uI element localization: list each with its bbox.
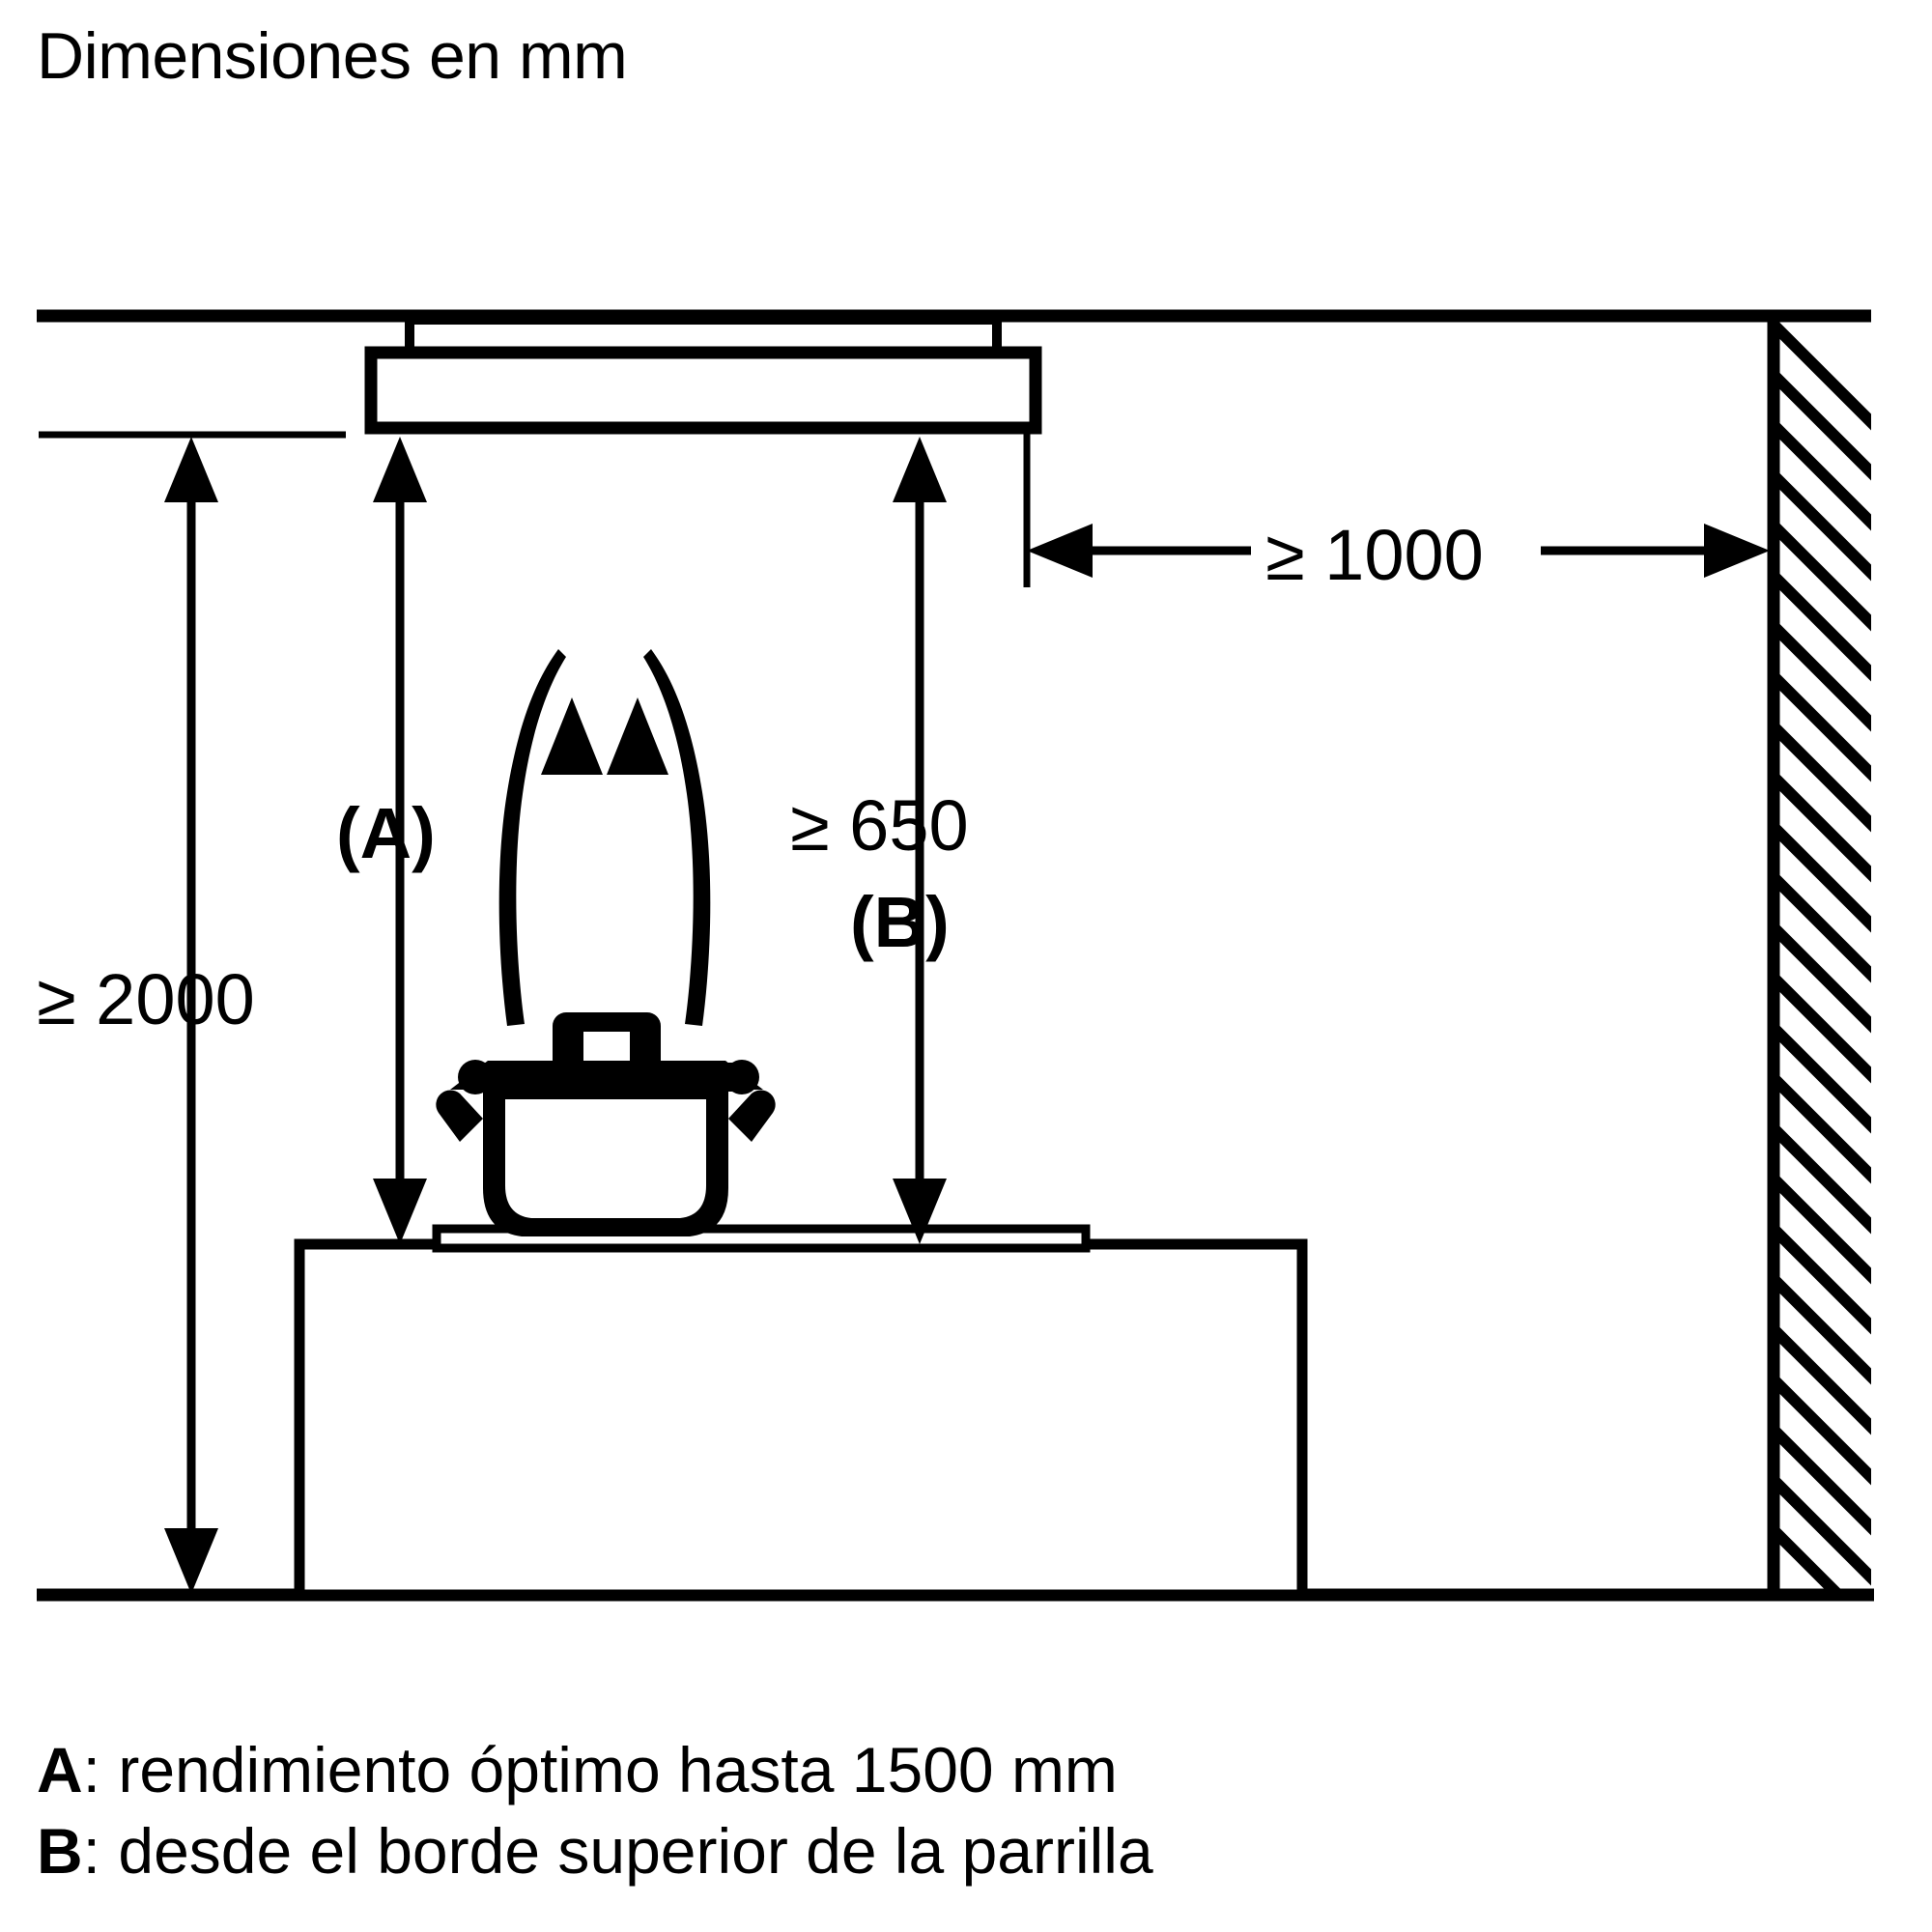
wall xyxy=(1767,316,1874,1602)
legend-key-a: A xyxy=(37,1734,83,1805)
dimension-wall-distance: ≥ 1000 xyxy=(1023,425,1770,609)
legend-row-b: B: desde el borde superior de la parrill… xyxy=(37,1810,1153,1891)
wall-hatching xyxy=(1771,317,1871,1599)
dimension-a-label: (A) xyxy=(336,793,436,873)
legend-sep-b: : xyxy=(82,1815,119,1887)
legend-sep-a: : xyxy=(82,1734,119,1805)
wall-distance-label: ≥ 1000 xyxy=(1265,515,1484,595)
dimension-total-height: ≥ 2000 xyxy=(37,431,346,1594)
steam-arrows xyxy=(498,649,711,1026)
dimension-b-label: ≥ 650 xyxy=(790,785,969,866)
dimension-a: (A) xyxy=(336,437,436,1244)
legend-key-b: B xyxy=(37,1815,83,1887)
pot xyxy=(436,1012,776,1236)
hood-body xyxy=(364,346,1042,435)
legend-text-a: rendimiento óptimo hasta 1500 mm xyxy=(118,1734,1118,1805)
total-height-label: ≥ 2000 xyxy=(37,959,255,1039)
counter xyxy=(294,1238,1308,1601)
page-title: Dimensiones en mm xyxy=(37,19,628,93)
dimension-b-sublabel: (B) xyxy=(850,882,950,962)
legend-text-b: desde el borde superior de la parrilla xyxy=(118,1815,1153,1887)
legend: A: rendimiento óptimo hasta 1500 mm B: d… xyxy=(37,1729,1153,1891)
dimension-b: ≥ 650 (B) xyxy=(790,437,969,1244)
legend-row-a: A: rendimiento óptimo hasta 1500 mm xyxy=(37,1729,1153,1810)
